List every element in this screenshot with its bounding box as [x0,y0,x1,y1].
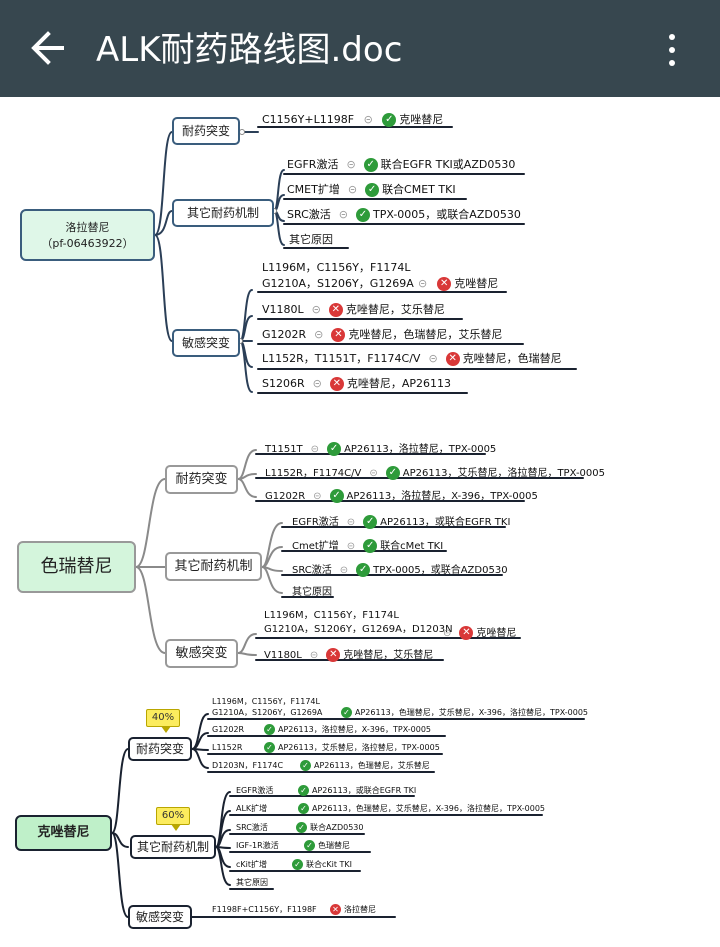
leaf-l1152r-f1174cv: L1152R，F1174C/V⊝✓AP26113，艾乐替尼，洛拉替尼，TPX-0… [265,466,605,480]
check-circle-icon: ✓ [298,803,309,814]
leaf-alk-amp: ALK扩增✓AP26113，色瑞替尼，艾乐替尼，X-396，洛拉替尼，TPX-0… [236,803,546,814]
branch-resistance-mutation[interactable]: 耐药突变 [172,117,240,145]
check-circle-icon: ✓ [296,822,307,833]
leaf-sensitive-group: L1196M，C1156Y，F1174L G1210A，S1206Y，G1269… [262,261,414,290]
leaf-l1152r-3: L1152R✓AP26113，艾乐替尼，洛拉替尼，TPX-0005 [212,742,440,753]
check-circle-icon: ✓ [292,859,303,870]
leaf-v1180l-2: V1180L⊝✕克唑替尼，艾乐替尼 [264,648,434,662]
leaf-other-reasons-2: 其它原因 [292,587,332,598]
x-circle-icon: ✕ [329,377,344,391]
x-circle-icon: ✕ [326,648,341,662]
x-circle-icon: ✕ [459,626,474,640]
root-node-crizotinib[interactable]: 克唑替尼 [15,815,112,851]
check-circle-icon: ✓ [341,707,352,718]
leaf-ckit: cKit扩增✓联合cKit TKI [236,859,353,870]
percent-callout-40: 40% [146,709,180,733]
leaf-v1180l: V1180L⊝✕克唑替尼，艾乐替尼 [262,303,445,317]
leaf-egfr-3: EGFR激活✓AP26113，或联合EGFR TKI [236,785,417,796]
leaf-group-40-drug: ✓AP26113，色瑞替尼，艾乐替尼，X-396，洛拉替尼，TPX-0005 [341,707,588,718]
leaf-c1156y-l1198f: C1156Y+L1198F ⊝ ✓克唑替尼 [262,113,444,127]
x-circle-icon: ✕ [328,303,343,317]
leaf-sensitive-group-2: L1196M，C1156Y，F1174L G1210A，S1206Y，G1269… [264,610,453,635]
leaf-sensitive-group-2-drug: ⊝✕克唑替尼 [443,626,517,640]
check-circle-icon: ✓ [363,158,378,172]
check-circle-icon: ✓ [355,208,370,222]
connector-lines [111,126,585,918]
branch-sensitive-mutation-3[interactable]: 敏感突变 [128,905,192,929]
check-circle-icon: ✓ [304,840,315,851]
check-circle-icon: ✓ [264,724,275,735]
branch-other-mechanisms-2[interactable]: 其它耐药机制 [165,552,262,581]
leaf-g1202r-3: G1202R✓AP26113，洛拉替尼，X-396，TPX-0005 [212,724,432,735]
leaf-g1202r-2: G1202R⊝✓AP26113，洛拉替尼，X-396，TPX-0005 [265,489,538,503]
check-circle-icon: ✓ [363,539,378,553]
branch-other-mechanisms[interactable]: 其它耐药机制 [172,199,274,227]
leaf-src-3: SRC激活✓联合AZD0530 [236,822,364,833]
check-circle-icon: ✓ [300,760,311,771]
branch-other-mechanisms-3[interactable]: 其它耐药机制 [130,835,216,859]
leaf-src: SRC激活⊝✓TPX-0005，或联合AZD0530 [287,208,521,222]
root-node-lorlatinib[interactable]: 洛拉替尼 （pf-06463922） [20,209,155,261]
check-circle-icon: ✓ [356,563,371,577]
leaf-sensitive-group-drug: ⊝✕克唑替尼 [418,277,499,291]
leaf-l1152r: L1152R，T1151T，F1174C/V⊝✕克唑替尼，色瑞替尼 [262,352,562,366]
arrow-left-icon[interactable] [28,24,68,72]
branch-resistance-mutation-2[interactable]: 耐药突变 [165,465,238,494]
leaf-t1151t: T1151T⊝✓AP26113，洛拉替尼，TPX-0005 [265,442,497,456]
leaf-f1198f: F1198F+C1156Y，F1198F✕洛拉替尼 [212,904,376,915]
x-circle-icon: ✕ [331,328,346,342]
leaf-igf1r: IGF-1R激活✓色瑞替尼 [236,840,350,851]
leaf-group-40: L1196M，C1156Y，F1174L G1210A，S1206Y，G1269… [212,697,323,717]
leaf-s1206r: S1206R⊝✕克唑替尼，AP26113 [262,377,451,391]
x-circle-icon: ✕ [437,277,452,291]
check-circle-icon: ✓ [264,742,275,753]
leaf-egfr-2: EGFR激活⊝✓AP26113，或联合EGFR TKI [292,515,511,529]
leaf-cmet-2: Cmet扩增⊝✓联合cMet TKI [292,539,444,553]
leaf-cmet: CMET扩增⊝✓联合CMET TKI [287,183,456,197]
branch-sensitive-mutation-2[interactable]: 敏感突变 [165,639,238,668]
mindmap-canvas: 洛拉替尼 （pf-06463922） 耐药突变 C1156Y+L1198F ⊝ … [0,97,720,947]
leaf-g1202r: G1202R⊝✕克唑替尼，色瑞替尼，艾乐替尼 [262,328,503,342]
branch-sensitive-mutation[interactable]: 敏感突变 [172,329,240,357]
branch-resistance-mutation-3[interactable]: 耐药突变 [128,737,192,761]
check-circle-icon: ✓ [327,442,342,456]
leaf-other-reasons: 其它原因 [289,233,333,246]
x-circle-icon: ✕ [445,352,460,366]
check-circle-icon: ✓ [382,113,397,127]
more-vert-icon[interactable] [660,26,684,74]
check-circle-icon: ✓ [298,785,309,796]
check-circle-icon: ✓ [365,183,380,197]
root-node-ceritinib[interactable]: 色瑞替尼 [17,541,136,593]
app-bar: ALK耐药路线图.doc [0,0,720,97]
check-circle-icon: ✓ [363,515,378,529]
leaf-egfr: EGFR激活⊝✓联合EGFR TKI或AZD0530 [287,158,516,172]
leaf-other-reasons-3: 其它原因 [236,878,268,887]
percent-callout-60: 60% [156,807,190,831]
leaf-src-2: SRC激活⊝✓TPX-0005，或联合AZD0530 [292,563,508,577]
check-circle-icon: ✓ [385,466,400,480]
leaf-d1203n: D1203N，F1174C✓AP26113，色瑞替尼，艾乐替尼 [212,760,430,771]
x-circle-icon: ✕ [330,904,341,915]
check-circle-icon: ✓ [329,489,344,503]
document-title: ALK耐药路线图.doc [96,30,403,70]
